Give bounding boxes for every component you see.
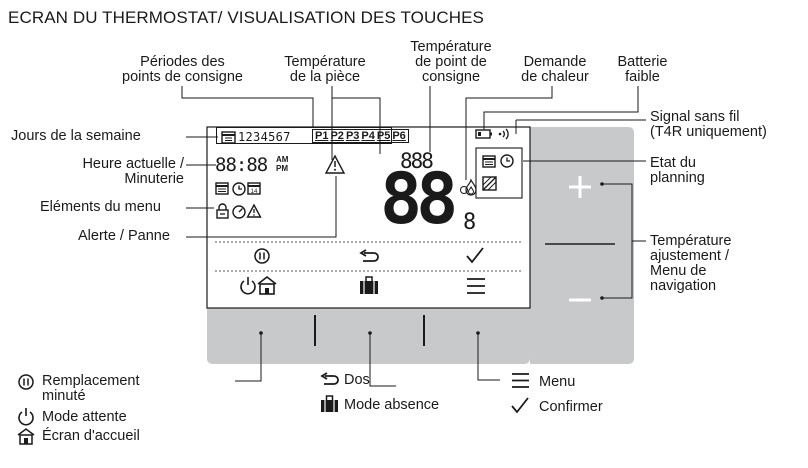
legend-confirm: Confirmer — [539, 399, 603, 415]
callout-battery — [483, 86, 639, 130]
legend-timed-override-icon — [18, 374, 34, 390]
legend-standby-icon — [18, 408, 34, 426]
menu-calendar-icon — [215, 182, 229, 195]
battery-icon — [475, 129, 492, 139]
period-p2: P2 — [330, 130, 344, 142]
period-list: P1 P2 P3 P4 P5 P6 — [312, 129, 409, 143]
callout-menu — [477, 334, 500, 381]
standby-screen-icon — [240, 277, 256, 295]
days-box — [216, 127, 392, 144]
schedule-calendar-icon — [482, 155, 496, 168]
bottom-button-strip — [207, 308, 530, 364]
right-button-panel — [530, 127, 634, 364]
confirm-screen-icon — [466, 247, 484, 264]
time-label: Heure actuelle /Minuterie — [82, 156, 184, 187]
svg-text:14: 14 — [251, 189, 258, 195]
legend-menu-icon — [512, 373, 529, 388]
callout-room-temp — [331, 86, 381, 154]
menu-items-label: Eléments du menu — [40, 199, 161, 215]
legend-confirm-icon — [511, 397, 529, 414]
callout-timed-override — [235, 334, 262, 382]
clock-display: 88:88 — [215, 154, 268, 176]
period-p6: P6 — [392, 130, 406, 142]
plus-button[interactable]: + — [560, 170, 600, 205]
timed-override-button[interactable] — [215, 244, 309, 304]
period-p5: P5 — [376, 130, 391, 142]
degree-symbol — [460, 186, 468, 194]
legend-back-icon — [320, 372, 339, 385]
menu-clock-icon — [232, 182, 246, 196]
home-screen-icon — [257, 275, 277, 295]
callout-alert — [186, 176, 337, 238]
callout-heat-demand — [465, 86, 553, 180]
setpoint-display: 888 — [400, 149, 434, 173]
wireless-signal-label: Signal sans fil(T4R uniquement) — [650, 109, 767, 140]
page-title: ECRAN DU THERMOSTAT/ VISUALISATION DES T… — [8, 8, 484, 27]
minus-button[interactable] — [560, 283, 600, 318]
menu-lock-icon — [216, 203, 229, 219]
callout-back — [369, 334, 396, 387]
period-p4: P4 — [361, 130, 375, 142]
legend-away-icon — [321, 395, 338, 412]
alert-triangle-icon — [324, 154, 346, 174]
legend-home-icon — [17, 428, 35, 445]
away-screen-icon — [360, 276, 378, 294]
confirm-button[interactable] — [430, 244, 524, 304]
back-screen-icon — [359, 249, 379, 262]
callout-plus-dot — [600, 182, 604, 186]
days-label: Jours de la semaine — [11, 128, 141, 144]
alert-label: Alerte / Panne — [78, 228, 170, 244]
wireless-signal-icon — [498, 128, 509, 140]
strip-dot-left — [259, 331, 263, 335]
legend-back: Dos — [344, 372, 370, 388]
legend-menu: Menu — [539, 374, 576, 390]
menu-alert-icon — [246, 203, 262, 218]
period-p3: P3 — [345, 130, 360, 142]
callout-minus-dot — [600, 296, 604, 300]
menu-date-icon: 14 — [247, 182, 261, 195]
legend-standby: Mode attente — [42, 409, 127, 425]
schedule-status-box — [475, 147, 523, 199]
menu-gauge-icon — [232, 205, 246, 219]
menu-screen-icon — [467, 278, 485, 294]
back-button[interactable] — [322, 244, 416, 304]
schedule-override-icon — [482, 176, 497, 191]
legend-away: Mode absence — [344, 397, 440, 413]
room-temp-display: 88 — [380, 158, 458, 240]
legend-home: Écran d'accueil — [42, 428, 140, 444]
heat-demand-flame-icon — [465, 178, 477, 196]
schedule-clock-icon — [500, 154, 514, 168]
strip-dot-right — [476, 331, 480, 335]
room-temp-decimal: 8 — [463, 210, 477, 235]
period-p1: P1 — [315, 130, 329, 142]
days-of-week: 1234567 — [238, 130, 291, 144]
callout-periods — [181, 86, 314, 128]
strip-dot-mid — [368, 331, 372, 335]
timed-override-screen-icon — [254, 248, 270, 264]
